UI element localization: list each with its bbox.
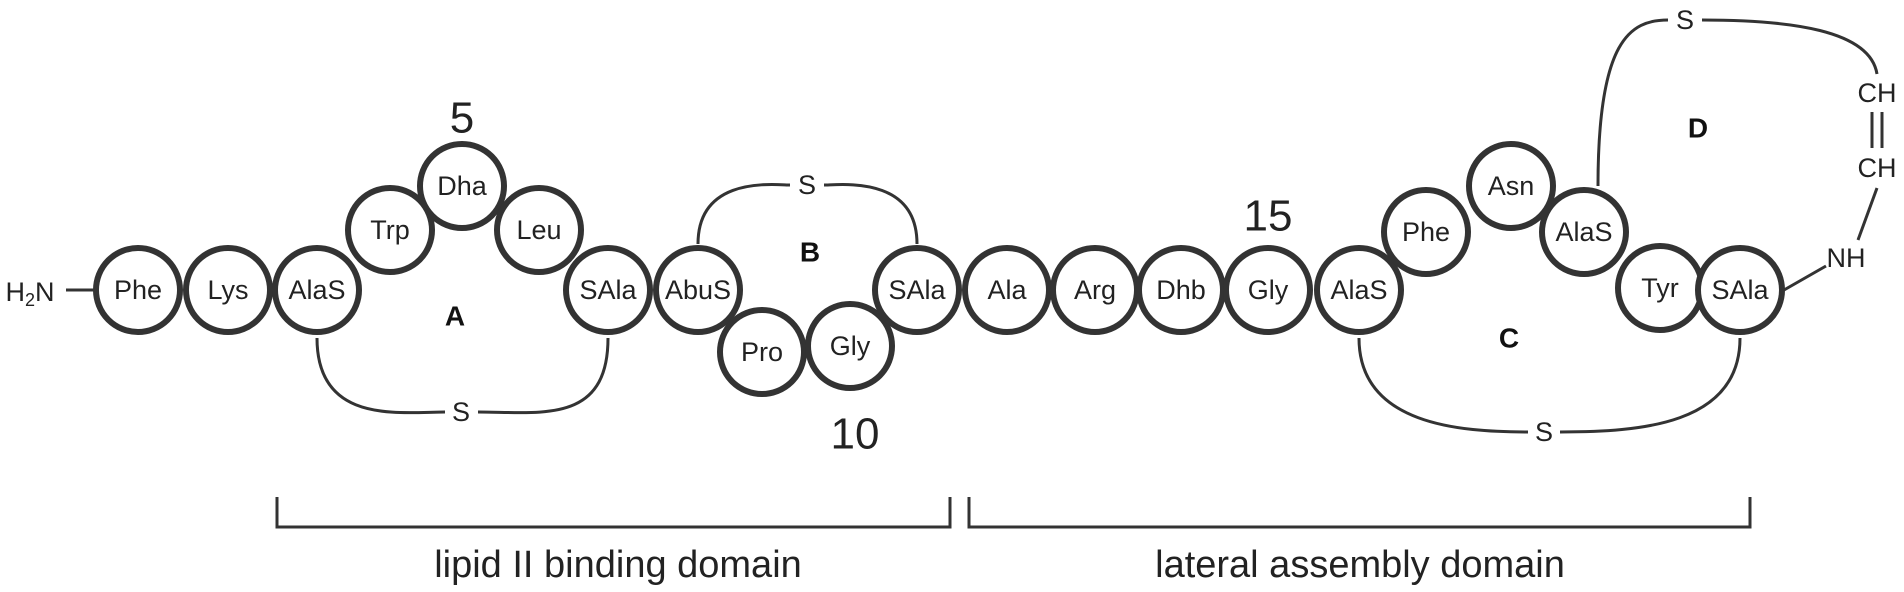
residue-circle [563,245,653,335]
residue-circle [1695,245,1785,335]
residue-node: Asn [1466,141,1556,231]
amino-terminus-n: N [35,277,55,307]
residue-circle [1466,141,1556,231]
residue-node: AlaS [272,245,362,335]
residue-label: SAla [888,275,946,305]
residue-node: Arg [1050,245,1140,335]
residue-circle [805,301,895,391]
residue-circle [183,245,273,335]
residue-label: Gly [1248,275,1289,305]
ring-label-b: B [800,237,820,268]
residue-node: Phe [1381,187,1471,277]
residue-circle [1314,245,1404,335]
residue-label: AbuS [665,275,731,305]
ch-nh-bond [1856,187,1879,241]
ring-b-bridge-right [823,182,919,245]
residue-node: SAla [1695,245,1785,335]
amino-terminus-subscript: 2 [25,290,35,310]
ring-b-bridge-left [696,182,791,245]
residue-circle [1223,245,1313,335]
residue-circle [653,245,743,335]
residue-label: AlaS [1555,217,1612,247]
residue-label: Asn [1488,171,1535,201]
bracket-lateral-assembly-domain [967,497,1752,529]
residue-label: Arg [1074,275,1116,305]
residue-label: SAla [1711,275,1769,305]
residue-label: Trp [370,215,410,245]
residue-circle [1381,187,1471,277]
ring-c-bridge-left [1357,337,1529,434]
nh-sala-bond [1783,264,1827,292]
residue-circle [345,185,435,275]
residue-node: SAla [872,245,962,335]
residue-label: SAla [579,275,637,305]
domain-label-lateral-assembly: lateral assembly domain [1155,544,1565,586]
residue-node: Pro [717,307,807,397]
residue-label: Gly [830,331,871,361]
bracket-lipid-ii-binding-domain [275,497,952,529]
ring-label-d: D [1688,113,1708,144]
amino-terminus-label: H2N [5,277,54,310]
sulfur-atom-ring-d: S [1676,5,1694,35]
ring-d-bridge-right [1701,18,1879,75]
residue-node: Ala [962,245,1052,335]
bonds [66,18,1884,434]
ring-label-c: C [1499,323,1519,354]
residue-circle [872,245,962,335]
linker-ch-top: CH [1858,78,1897,108]
amino-terminus-h: H [5,277,25,307]
residue-label: Lys [207,275,248,305]
sulfur-atom-ring-a: S [452,397,470,427]
residue-node: Phe [93,245,183,335]
residue-node: Dhb [1136,245,1226,335]
position-number-15: 15 [1244,192,1293,241]
residue-circle [1539,187,1629,277]
residue-label: AlaS [1330,275,1387,305]
ring-a-bridge-right [477,337,610,415]
residue-label: Dhb [1156,275,1206,305]
residue-node: AlaS [1539,187,1629,277]
residue-circle [272,245,362,335]
linker-ch-bottom: CH [1858,153,1897,183]
sulfur-atom-ring-b: S [798,170,816,200]
residue-label: Phe [114,275,162,305]
residue-circle [717,307,807,397]
sulfur-atom-ring-c: S [1535,417,1553,447]
ring-c-bridge-right [1559,337,1742,434]
residue-node: SAla [563,245,653,335]
residue-label: Ala [987,275,1027,305]
residue-label: AlaS [288,275,345,305]
residue-label: Dha [437,171,488,201]
residue-circle [417,141,507,231]
ring-d-bridge-left [1596,18,1669,187]
residue-chain: Phe Lys AlaS Trp Dha Leu SAla AbuS [93,141,1785,397]
ring-a-bridge-left [315,337,446,415]
residue-circle [494,185,584,275]
residue-node: Gly [1223,245,1313,335]
ring-label-a: A [445,301,465,332]
residue-node: Gly [805,301,895,391]
residue-label: Leu [516,215,561,245]
residue-node: Tyr [1615,243,1705,333]
position-number-5: 5 [450,94,474,143]
residue-node: Leu [494,185,584,275]
residue-label: Pro [741,337,783,367]
residue-node: Trp [345,185,435,275]
linker-nh: NH [1827,243,1866,273]
residue-circle [93,245,183,335]
domain-label-lipid-ii-binding: lipid II binding domain [434,544,802,586]
residue-label: Phe [1402,217,1450,247]
residue-label: Tyr [1641,273,1679,303]
position-number-10: 10 [831,410,880,459]
residue-node: Dha [417,141,507,231]
residue-node: AlaS [1314,245,1404,335]
residue-circle [962,245,1052,335]
residue-node: AbuS [653,245,743,335]
residue-node: Lys [183,245,273,335]
